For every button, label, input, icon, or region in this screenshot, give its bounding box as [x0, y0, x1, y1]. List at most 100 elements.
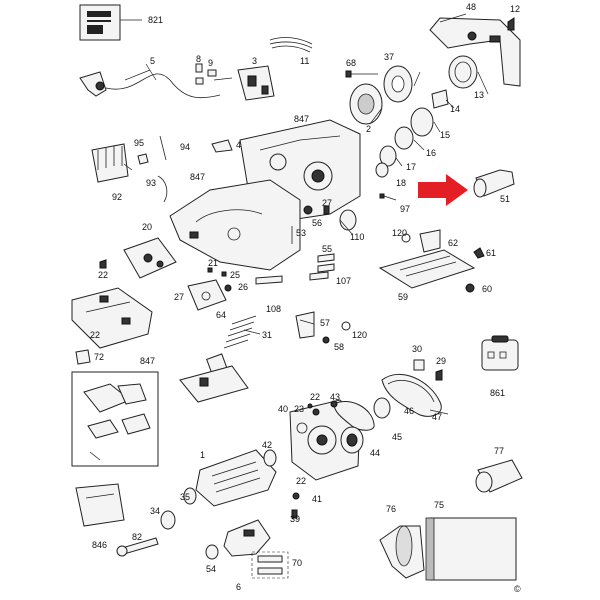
callout-62: 62	[448, 238, 458, 248]
callout-30: 30	[412, 344, 422, 354]
callout-861: 861	[490, 388, 505, 398]
disc-37-part	[383, 65, 413, 103]
base-plate-part	[71, 287, 153, 349]
small-screws-part	[195, 63, 217, 85]
callout-22-armature: 22	[296, 476, 306, 486]
callout-64: 64	[216, 310, 226, 320]
small-clips-part	[137, 135, 233, 203]
switch-part	[237, 65, 275, 101]
callout-22-base: 22	[90, 330, 100, 340]
label-card-part	[79, 4, 142, 41]
callout-17: 17	[406, 162, 416, 172]
highlight-arrow-icon	[418, 174, 468, 206]
screw-22-left-part	[99, 259, 107, 269]
pulley-group-part	[375, 107, 434, 178]
front-shoe-part	[123, 237, 177, 279]
callout-13: 13	[474, 90, 484, 100]
screw-12-part	[507, 17, 515, 31]
callout-46: 46	[404, 406, 414, 416]
callout-16: 16	[426, 148, 436, 158]
callout-labels: 821 5 8 9 3 11 48 12 37 68 13 14 2 15 16…	[90, 2, 521, 594]
small-parts-21-25-26	[207, 267, 232, 292]
callout-77: 77	[494, 446, 504, 456]
callout-847-housing: 847	[294, 114, 309, 124]
elbow-76-part	[379, 525, 425, 579]
rear-sole-part	[378, 249, 476, 289]
callout-51: 51	[500, 194, 510, 204]
callout-34: 34	[150, 506, 160, 516]
callout-21: 21	[208, 258, 218, 268]
callout-22-left: 22	[98, 270, 108, 280]
callout-846: 846	[92, 540, 107, 550]
parts-bag-part	[75, 483, 125, 527]
callout-6-plug: 5	[150, 56, 155, 66]
callout-15: 15	[440, 130, 450, 140]
callout-27-upper: 27	[322, 198, 332, 208]
callout-76: 76	[386, 504, 396, 514]
small-parts-29-30	[413, 359, 443, 381]
callout-12: 12	[510, 4, 520, 14]
shaft-108-part	[255, 275, 283, 285]
callout-43: 43	[330, 392, 340, 402]
callout-39: 39	[290, 514, 300, 524]
callout-40: 40	[278, 404, 288, 414]
gearbox-part	[289, 399, 361, 481]
callout-70: 70	[292, 558, 302, 568]
field-coil-part	[223, 519, 271, 557]
dust-bag-part	[425, 517, 517, 581]
cover-64-part	[187, 279, 227, 311]
drive-belt-small-part	[333, 401, 375, 431]
leader-lines	[123, 13, 489, 415]
callout-847-body: 847	[190, 172, 205, 182]
callout-6: 6	[236, 582, 241, 592]
inset-detail-box	[71, 371, 159, 467]
callout-31: 31	[262, 330, 272, 340]
callout-60: 60	[482, 284, 492, 294]
gear-44-part	[340, 426, 364, 454]
knob-72-part	[75, 349, 91, 365]
washer-54-part	[205, 544, 219, 560]
drive-belt-part	[381, 374, 442, 417]
oring-120-part	[341, 233, 411, 331]
callout-95: 95	[134, 138, 144, 148]
rod-107-part	[309, 271, 329, 281]
callout-23: 23	[294, 404, 304, 414]
screws-39-41	[291, 492, 300, 519]
callout-53: 53	[296, 228, 306, 238]
callout-58: 58	[334, 342, 344, 352]
callout-92: 92	[112, 192, 122, 202]
brush-set-part	[251, 551, 289, 579]
power-plug-part	[79, 69, 221, 99]
callout-72: 72	[94, 352, 104, 362]
callout-108: 108	[266, 304, 281, 314]
callout-120-lower: 120	[352, 330, 367, 340]
callout-20: 20	[142, 222, 152, 232]
callout-120-upper: 120	[392, 228, 407, 238]
callout-97: 97	[400, 204, 410, 214]
screw-68-part	[345, 70, 378, 78]
bracket-57-part	[295, 311, 330, 344]
bracket-62-part	[419, 229, 441, 253]
planer-body-part	[169, 179, 301, 271]
callout-8: 8	[196, 54, 201, 64]
callout-37: 37	[384, 52, 394, 62]
pulley-46-part	[373, 397, 391, 419]
callout-18: 18	[396, 178, 406, 188]
shoe-assembly-part	[179, 365, 249, 403]
handle-part	[429, 17, 521, 87]
callout-4: 4	[236, 140, 241, 150]
callout-56: 56	[312, 218, 322, 228]
brush-holder-part	[91, 143, 129, 183]
spring-pin-14-part	[431, 89, 449, 109]
callout-25: 25	[230, 270, 240, 280]
screw-97-part	[379, 193, 397, 201]
callout-82: 82	[132, 532, 142, 542]
callout-35: 35	[180, 492, 190, 502]
callout-54: 54	[206, 564, 216, 574]
callout-44: 44	[370, 448, 380, 458]
callout-59: 59	[398, 292, 408, 302]
screw-61-part	[465, 247, 485, 293]
bearing-34-part	[160, 510, 176, 530]
blade-55-part	[317, 253, 335, 273]
